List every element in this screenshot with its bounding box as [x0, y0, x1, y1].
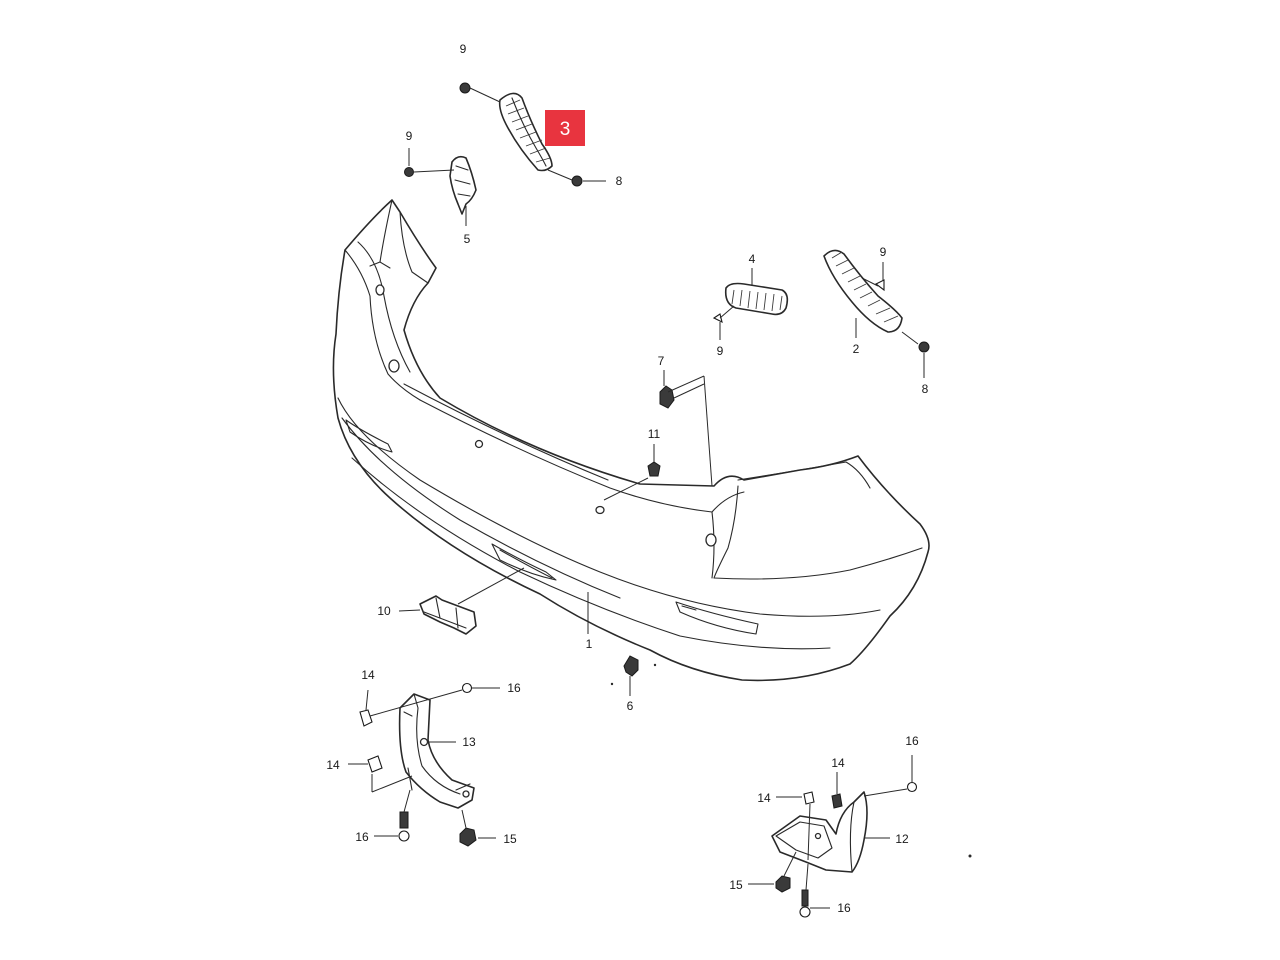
- callout-12: 12: [895, 832, 909, 846]
- clip-14-left-top[interactable]: [359, 689, 463, 727]
- callout-2: 2: [853, 342, 860, 356]
- clip-14-left-mid[interactable]: [348, 755, 413, 793]
- callout-13: 13: [462, 735, 476, 749]
- callout-9: 9: [880, 245, 887, 259]
- screw-8-upper[interactable]: [547, 169, 606, 187]
- callout-9: 9: [460, 42, 467, 56]
- callout-16: 16: [507, 681, 521, 695]
- clip-14-right-left[interactable]: [776, 791, 815, 861]
- part-10-bracket[interactable]: [398, 567, 525, 635]
- callout-15: 15: [729, 878, 743, 892]
- part-12-right-mud-flap[interactable]: [771, 791, 890, 873]
- screw-9-right[interactable]: [861, 262, 885, 292]
- nut-15-left[interactable]: [459, 809, 496, 847]
- callout-15: 15: [503, 832, 517, 846]
- callout-9: 9: [406, 129, 413, 143]
- screw-16-right-top[interactable]: [863, 755, 918, 797]
- part-2-side-bracket[interactable]: [823, 249, 903, 338]
- callout-14: 14: [831, 756, 845, 770]
- callout-14: 14: [326, 758, 340, 772]
- highlight-badge-part-3[interactable]: 3: [545, 110, 585, 146]
- bumper-cover[interactable]: [332, 199, 930, 682]
- screw-16-right-bottom[interactable]: [799, 863, 830, 918]
- nut-15-right[interactable]: [748, 851, 797, 893]
- callout-6: 6: [627, 699, 634, 713]
- clip-14-right-upper[interactable]: [831, 772, 843, 809]
- stray-mark: [653, 663, 657, 667]
- callout-7: 7: [658, 354, 665, 368]
- part-6-clip[interactable]: [623, 655, 639, 696]
- stray-mark: [610, 682, 614, 686]
- callout-5: 5: [464, 232, 471, 246]
- screw-16-left-top[interactable]: [461, 682, 501, 694]
- part-5-bracket[interactable]: [449, 155, 477, 226]
- callout-4: 4: [749, 252, 756, 266]
- screw-8-right[interactable]: [901, 331, 930, 378]
- part-7-clip[interactable]: [659, 370, 713, 487]
- part-4-center-bracket[interactable]: [724, 268, 789, 316]
- part-3-side-bracket[interactable]: [498, 92, 553, 172]
- callout-16: 16: [355, 830, 369, 844]
- callout-16: 16: [837, 901, 851, 915]
- screw-9-center[interactable]: [712, 305, 735, 340]
- callout-8: 8: [922, 382, 929, 396]
- callout-3: 3: [560, 119, 571, 140]
- callout-8: 8: [616, 174, 623, 188]
- callout-9: 9: [717, 344, 724, 358]
- callout-16: 16: [905, 734, 919, 748]
- screw-9-left[interactable]: [404, 148, 455, 177]
- callout-10: 10: [377, 604, 391, 618]
- callout-11: 11: [648, 427, 661, 441]
- screw-16-left-bottom[interactable]: [374, 789, 411, 842]
- callout-14: 14: [361, 668, 375, 682]
- callout-1: 1: [586, 637, 593, 651]
- part-13-left-mud-flap[interactable]: [398, 693, 475, 809]
- part-11-clip[interactable]: [603, 444, 661, 501]
- stray-mark: [968, 854, 972, 858]
- highlight-badge-bg: [545, 110, 585, 146]
- callout-14: 14: [757, 791, 771, 805]
- screw-9-top[interactable]: [459, 82, 501, 103]
